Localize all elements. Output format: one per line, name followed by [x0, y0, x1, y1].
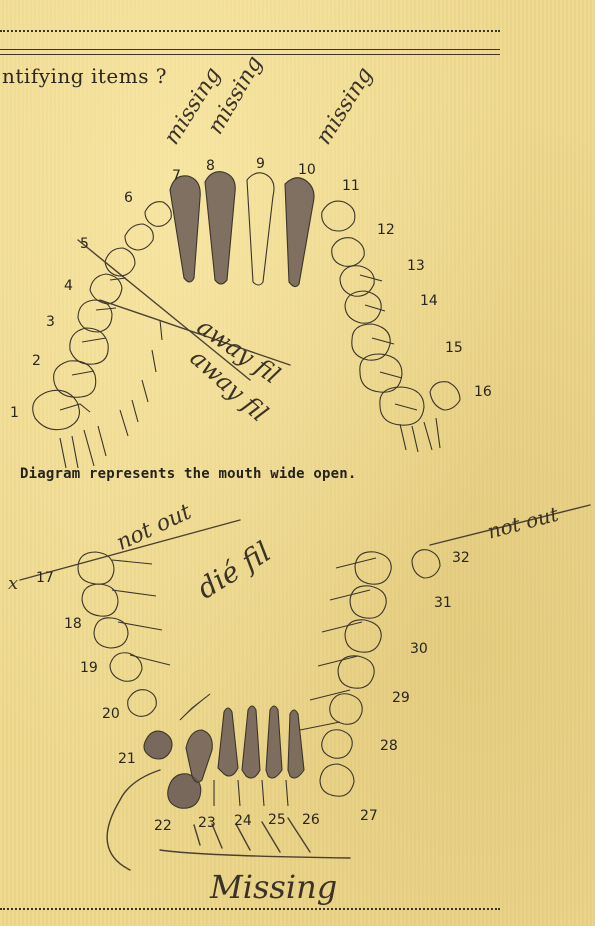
- tooth-number-19: 19: [80, 660, 98, 676]
- tooth-number-24: 24: [234, 813, 252, 829]
- tooth-number-3: 3: [46, 314, 55, 330]
- tooth-number-16: 16: [474, 384, 492, 400]
- dotted-rule-bottom: [0, 908, 500, 910]
- tooth-number-14: 14: [420, 293, 438, 309]
- tooth-number-15: 15: [445, 340, 463, 356]
- tooth-number-18: 18: [64, 616, 82, 632]
- handwritten-cross-mark: x: [8, 573, 18, 594]
- tooth-number-9: 9: [256, 156, 265, 172]
- tooth-number-31: 31: [434, 595, 452, 611]
- tooth-number-32: 32: [452, 550, 470, 566]
- tooth-number-6: 6: [124, 190, 133, 206]
- tooth-number-17: 17: [36, 570, 54, 586]
- tooth-number-22: 22: [154, 818, 172, 834]
- tooth-number-12: 12: [377, 222, 395, 238]
- tooth-number-5: 5: [80, 236, 89, 252]
- tooth-number-4: 4: [64, 278, 73, 294]
- tooth-number-27: 27: [360, 808, 378, 824]
- tooth-number-25: 25: [268, 812, 286, 828]
- tooth-number-1: 1: [10, 405, 19, 421]
- tooth-number-29: 29: [392, 690, 410, 706]
- tooth-number-2: 2: [32, 353, 41, 369]
- tooth-number-28: 28: [380, 738, 398, 754]
- tooth-number-26: 26: [302, 812, 320, 828]
- tooth-number-7: 7: [172, 168, 181, 184]
- tooth-number-10: 10: [298, 162, 316, 178]
- tooth-number-21: 21: [118, 751, 136, 767]
- tooth-number-23: 23: [198, 815, 216, 831]
- tooth-number-11: 11: [342, 178, 360, 194]
- tooth-number-13: 13: [407, 258, 425, 274]
- tooth-number-8: 8: [206, 158, 215, 174]
- tooth-number-30: 30: [410, 641, 428, 657]
- handwritten-missing-bottom: Missing: [210, 868, 337, 906]
- tooth-number-20: 20: [102, 706, 120, 722]
- diagram-caption: Diagram represents the mouth wide open.: [20, 466, 357, 482]
